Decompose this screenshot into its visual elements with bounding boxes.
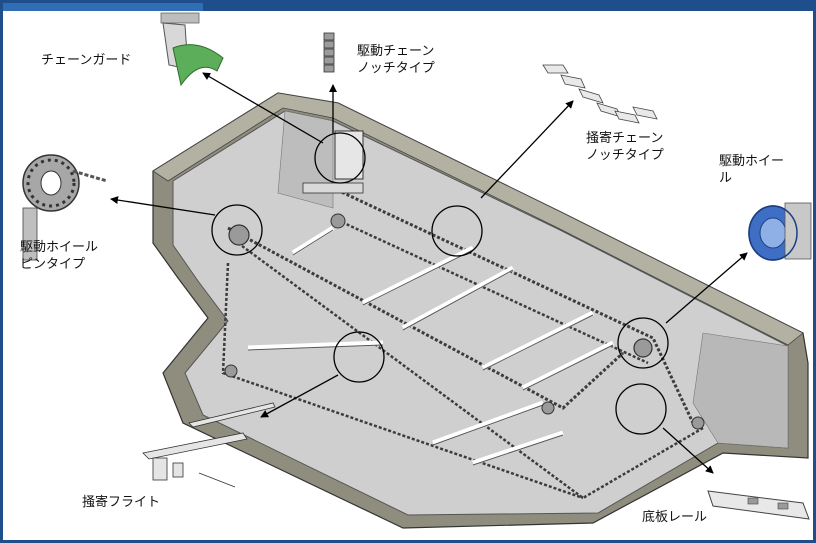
- mid-chain: [332, 216, 649, 365]
- chain-guard-green: [172, 44, 224, 87]
- detail-circle-drive-wheel: [617, 317, 669, 369]
- detail-circle-bottom-rail: [615, 383, 667, 435]
- sprocket: [633, 338, 653, 358]
- flight-bar: [401, 265, 515, 331]
- drive-wheel-part: [748, 202, 812, 261]
- drive-chain-notch-part: [323, 32, 335, 73]
- sprocket: [228, 224, 250, 246]
- arrow-bottom-rail: [662, 427, 714, 474]
- flight-bar: [481, 310, 595, 371]
- rake-flight-part: [142, 402, 276, 488]
- flight-bar: [361, 245, 475, 306]
- drive-unit: [334, 130, 364, 180]
- label-drive-chain-notch: 駆動チェーン ノッチタイプ: [357, 44, 435, 76]
- sprocket: [691, 416, 705, 430]
- label-rake-flight: 掻寄フライト: [82, 495, 161, 510]
- arrow-rake-flight: [260, 374, 339, 418]
- rake-chain-notch-part: [542, 64, 658, 124]
- detail-circle-rake-chain: [431, 205, 483, 257]
- flight-bar: [472, 430, 564, 466]
- arrow-drive-wheel-pin: [110, 196, 216, 216]
- sprocket: [541, 401, 555, 415]
- flight-bar: [521, 340, 615, 391]
- leader-arrows: [110, 72, 748, 474]
- settling-tank-diagram: [22, 12, 812, 529]
- lower-chain-far: [237, 241, 704, 500]
- label-bottom-rail: 底板レール: [642, 510, 708, 525]
- flight-bar: [291, 225, 335, 256]
- sprocket: [330, 213, 346, 229]
- arrow-rake-chain: [480, 100, 574, 199]
- upper-chain-far: [332, 186, 695, 424]
- tank: [152, 92, 809, 529]
- label-drive-wheel: 駆動ホイー ル: [719, 154, 785, 186]
- upper-chain-near: [227, 226, 625, 410]
- flight-bar: [432, 400, 544, 446]
- tank-rear-wall: [277, 110, 334, 209]
- bottom-rail-part: [707, 490, 810, 520]
- arrow-drive-wheel: [665, 252, 748, 324]
- flight-bar: [247, 340, 384, 351]
- tank-rim: [152, 92, 804, 346]
- label-chain-guard: チェーンガード: [41, 53, 132, 68]
- arrow-chain-guard: [202, 72, 324, 144]
- label-drive-wheel-pin: 駆動ホイール ピンタイプ: [20, 240, 99, 272]
- chain-system: [221, 130, 705, 500]
- drive-shaft: [302, 182, 364, 194]
- tank-inner: [172, 110, 789, 516]
- header-tab: [3, 3, 203, 11]
- header-bar: [3, 3, 813, 11]
- detail-circles: [211, 132, 669, 435]
- tank-end-wall: [692, 332, 789, 449]
- detail-circle-drive-wheel-pin: [211, 204, 263, 256]
- detail-circle-rake-flight: [333, 331, 385, 383]
- sprocket: [224, 364, 238, 378]
- lower-chain-near: [221, 262, 584, 500]
- drive-wheel-pin-part: [22, 154, 108, 261]
- detail-circle-chain-guard: [314, 132, 366, 184]
- chain-guard-part: [160, 12, 224, 87]
- label-rake-chain-notch: 掻寄チェーン ノッチタイプ: [586, 131, 664, 163]
